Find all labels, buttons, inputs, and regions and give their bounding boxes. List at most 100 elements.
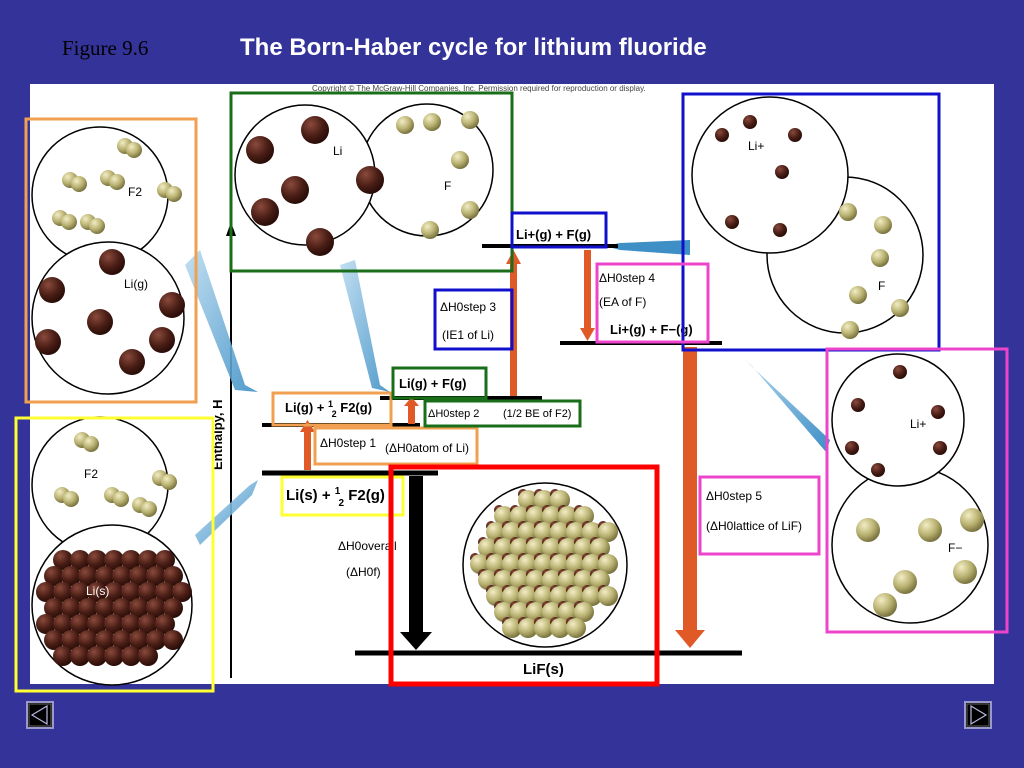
f-ion: [494, 538, 514, 558]
f-ion: [518, 618, 538, 638]
label-li-g-f: Li(g) + F(g): [399, 376, 467, 391]
overall-name: ΔH0overall: [338, 539, 397, 553]
yellow-box-li-s: [14, 416, 215, 693]
li-atom: [61, 630, 81, 650]
f-ion: [486, 554, 506, 574]
li-atom: [61, 598, 81, 618]
f-ion: [590, 538, 610, 558]
li-ion: [788, 128, 802, 142]
f-atom: [89, 218, 105, 234]
f-ion: [598, 586, 618, 606]
li-atom: [129, 566, 149, 586]
li-atom: [39, 277, 65, 303]
f-ion: [550, 586, 570, 606]
li-atom: [163, 598, 183, 618]
step4-name: ΔH0step 4: [599, 271, 655, 285]
step4-arrow: [580, 328, 595, 341]
magenta-box-step4: [595, 262, 710, 344]
f-ion: [502, 586, 522, 606]
f-atom: [113, 491, 129, 507]
f-atom: [874, 216, 892, 234]
f-ion: [550, 522, 570, 542]
f-ion: [534, 522, 554, 542]
li-ion: [893, 365, 907, 379]
f-atom: [109, 174, 125, 190]
li-atom: [146, 566, 166, 586]
f-atom: [71, 176, 87, 192]
f-ion: [542, 570, 562, 590]
li-atom: [301, 116, 329, 144]
li-atom: [121, 614, 141, 634]
orange-box-level: [271, 391, 393, 427]
li-atom: [281, 176, 309, 204]
li-atom: [61, 566, 81, 586]
arrow-right-icon: [966, 703, 990, 727]
f-atom: [83, 436, 99, 452]
f-ion: [486, 586, 506, 606]
li-atom: [44, 598, 64, 618]
f-ion: [598, 554, 618, 574]
f-ion: [566, 522, 586, 542]
li-atom: [159, 292, 185, 318]
f-ion: [566, 554, 586, 574]
li-ion: [725, 215, 739, 229]
li-atom: [138, 582, 158, 602]
li-ion: [933, 441, 947, 455]
li-ion: [931, 405, 945, 419]
circle-f2-gas: F2: [31, 126, 182, 264]
f-atom: [461, 201, 479, 219]
li-atom: [95, 566, 115, 586]
f-ion: [558, 570, 578, 590]
li-atom: [112, 598, 132, 618]
orange-box-step1: [313, 426, 479, 466]
li-atom: [78, 598, 98, 618]
particle-circles: F2 Li(g) Li F Li+ F Li+: [31, 96, 989, 686]
green-box-level: [391, 366, 488, 400]
label-liplus-f: Li+(g) + F(g): [516, 227, 591, 242]
li-atom: [155, 614, 175, 634]
yellow-box-level: [280, 475, 405, 517]
step1-name: ΔH0step 1: [320, 436, 376, 450]
f-ion: [550, 618, 570, 638]
li-atom: [35, 329, 61, 355]
blue-arrows: [185, 240, 830, 545]
f-ion: [856, 518, 880, 542]
li-atom: [138, 614, 158, 634]
f-ion: [502, 522, 522, 542]
f-ion: [494, 570, 514, 590]
li-atom: [163, 566, 183, 586]
label-li-g-half-f2: Li(g) + 1 2 F2(g): [285, 395, 372, 420]
li-ion: [775, 165, 789, 179]
f-ion: [873, 593, 897, 617]
magenta-box-ions: [825, 347, 1009, 634]
f-ion: [542, 538, 562, 558]
f-atom: [461, 111, 479, 129]
f-ion: [510, 602, 530, 622]
copyright-notice: Copyright © The McGraw-Hill Companies, I…: [312, 84, 646, 93]
li-atom: [121, 550, 141, 570]
f-ion: [526, 538, 546, 558]
f-ion: [470, 554, 490, 574]
f-ion: [582, 586, 602, 606]
label-lif: LiF(s): [523, 661, 564, 678]
step2-name: ΔH0step 2: [428, 408, 479, 420]
f-ion: [518, 522, 538, 542]
f-ion: [526, 506, 546, 526]
circle-ions-separated: Li+ F−: [831, 353, 989, 624]
li-atom: [146, 630, 166, 650]
f-ion: [534, 554, 554, 574]
magenta-box-step5: [698, 475, 821, 556]
li-atom: [112, 566, 132, 586]
li-plus-label-2: Li+: [910, 417, 926, 431]
li-atom: [129, 630, 149, 650]
f-atom: [141, 501, 157, 517]
li-atom: [306, 228, 334, 256]
prev-slide-button[interactable]: [26, 701, 54, 729]
li-atom: [99, 249, 125, 275]
f-ion: [558, 506, 578, 526]
figure-label: Figure 9.6: [62, 36, 149, 60]
f-atom: [849, 286, 867, 304]
next-slide-button[interactable]: [964, 701, 992, 729]
li-atom: [129, 598, 149, 618]
blue-box-level: [510, 211, 608, 249]
